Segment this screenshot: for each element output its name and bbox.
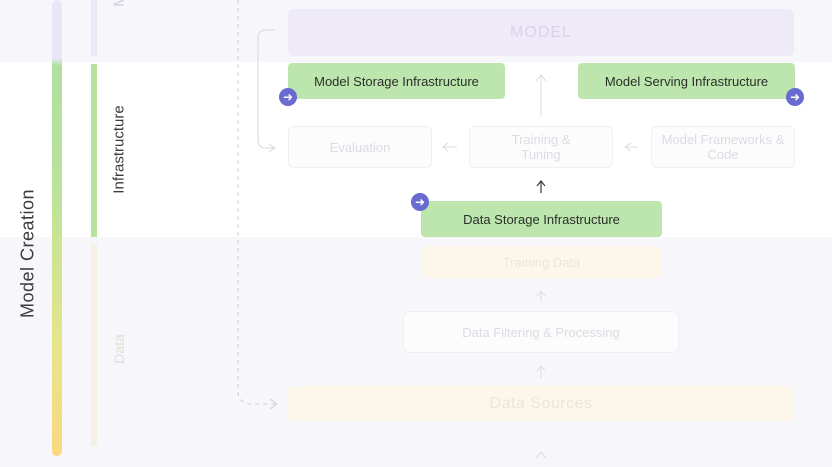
arrow-sources-to-filtering xyxy=(536,365,546,378)
evaluation-box: Evaluation xyxy=(288,126,432,168)
training-tuning-box: Training & Tuning xyxy=(469,126,613,168)
data-storage-infrastructure-box[interactable]: Data Storage Infrastructure xyxy=(421,201,662,237)
bracket-line xyxy=(257,29,275,149)
model-serving-infrastructure-box[interactable]: Model Serving Infrastructure xyxy=(578,63,795,99)
dashed-feedback-line xyxy=(237,0,276,405)
model-storage-infrastructure-box[interactable]: Model Storage Infrastructure xyxy=(288,63,505,99)
arrow-storage-to-training xyxy=(536,180,546,193)
arrow-right-circle-icon[interactable]: ➜ xyxy=(411,193,429,211)
model-creation-bar xyxy=(52,0,62,456)
bottom-chevron-icon xyxy=(535,451,547,459)
dashed-arrowhead xyxy=(269,398,278,410)
arrow-filtering-to-training-data xyxy=(536,290,546,302)
infrastructure-section-bar xyxy=(91,64,97,237)
arrow-right-circle-icon[interactable]: ➜ xyxy=(786,88,804,106)
data-filtering-processing-box: Data Filtering & Processing xyxy=(403,311,679,353)
arrow-frameworks-to-training xyxy=(624,142,638,152)
arrow-training-to-model xyxy=(535,74,547,116)
model-box: MODEL xyxy=(288,9,794,56)
training-data-box: Training Data xyxy=(421,246,662,278)
data-section-bar xyxy=(91,243,97,446)
model-frameworks-box: Model Frameworks & Code xyxy=(651,126,795,168)
bracket-arrowhead xyxy=(268,143,276,153)
arrow-training-to-evaluation xyxy=(442,142,457,152)
data-sources-box: Data Sources xyxy=(288,386,794,421)
model-section-bar xyxy=(91,0,97,56)
arrow-right-circle-icon[interactable]: ➜ xyxy=(279,88,297,106)
